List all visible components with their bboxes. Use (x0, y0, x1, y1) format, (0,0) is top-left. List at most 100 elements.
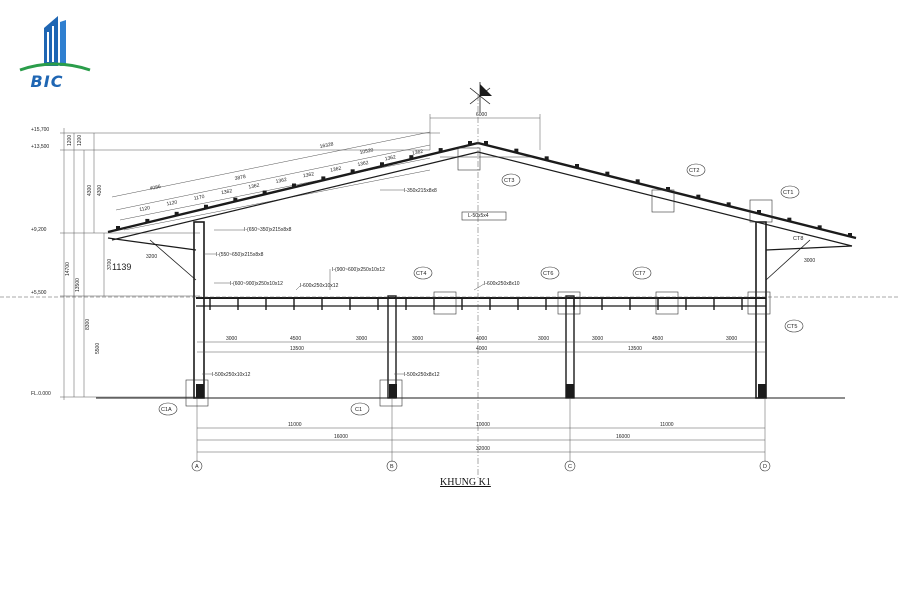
vertical-dim: 14700 (65, 262, 71, 276)
grid-bubble (386, 460, 398, 472)
purlins (116, 141, 852, 237)
grid-label: D (763, 464, 767, 470)
purlin (380, 162, 384, 167)
columns (193, 221, 767, 399)
purlin (757, 210, 761, 214)
vertical-dim: 1200 (67, 135, 73, 146)
member-label: I-(550~650)x215x8x8 (216, 252, 264, 258)
member-label: I-(900~600)x250x10x12 (332, 267, 385, 273)
rafter-segment-label: 1362 (412, 149, 424, 157)
dim-label: 4086 (149, 184, 161, 192)
rafter-segment-label: 1362 (303, 171, 315, 179)
beam-studs (209, 298, 743, 310)
span-dim: 13500 (290, 346, 304, 352)
grid-bubble (191, 460, 203, 472)
misc-dim: 1139 (112, 262, 131, 272)
detail-tag: CT6 (543, 271, 553, 277)
vertical-dim: 8300 (85, 319, 91, 330)
vertical-dim: 4300 (97, 185, 103, 196)
rafter-segment-label: 1170 (193, 194, 205, 202)
rafter-segment-label: 1120 (139, 205, 151, 213)
span-dim: 13500 (628, 346, 642, 352)
vertical-dim: 3700 (107, 259, 113, 270)
member-label: I-350x215x8x8 (404, 188, 437, 194)
purlin (666, 187, 670, 191)
bay-dim: 4000 (476, 336, 487, 342)
purlin (204, 204, 208, 209)
vertical-dim: 13500 (75, 278, 81, 292)
logo-text: BIC (30, 72, 64, 91)
level-label: FL.0.000 (31, 391, 51, 397)
purlin (409, 155, 414, 160)
purlin (605, 171, 610, 176)
bay-dim: 4500 (290, 336, 301, 342)
level-label: +9,200 (31, 227, 47, 233)
dim-label: 10520 (359, 147, 374, 156)
detail-tag: C1 (355, 407, 362, 413)
purlin (233, 197, 238, 202)
rafter-segment-label: 1362 (248, 183, 260, 191)
purlin (350, 169, 355, 174)
bay-dimension-lines (197, 341, 765, 453)
bottom-dim: 32000 (476, 446, 490, 452)
purlin (635, 179, 640, 184)
misc-dim: 3200 (146, 254, 157, 260)
detail-tag: CT3 (504, 178, 514, 184)
detail-tag: CT4 (416, 271, 426, 277)
bay-dim: 4500 (652, 336, 663, 342)
bic-logo (19, 16, 91, 72)
span-dim: 4000 (476, 346, 487, 352)
dim-label: 6000 (476, 112, 487, 118)
detail-tag: CT7 (635, 271, 645, 277)
leader-lines (202, 189, 485, 375)
member-label: I-600x250x8x10 (484, 281, 520, 287)
column-d (755, 221, 767, 399)
level-lines (60, 128, 440, 400)
column-c (565, 295, 575, 399)
drawing-title: KHUNG K1 (440, 477, 491, 488)
swoosh-icon (19, 62, 91, 72)
purlin (514, 148, 519, 153)
column-a (193, 221, 205, 399)
level-label: +5,500 (31, 290, 47, 296)
mezzanine-beam (196, 297, 766, 307)
north-arrow-icon (469, 82, 492, 112)
member-label: I-(650~350)x215x8x8 (244, 227, 292, 233)
bay-dim: 3000 (592, 336, 603, 342)
purlin (726, 202, 731, 207)
member-label: I-500x250x8x12 (404, 372, 440, 378)
level-label: +15,700 (31, 127, 49, 133)
rafter-segment-label: 1362 (221, 188, 233, 196)
grid-bubble (759, 460, 771, 472)
member-label: L-50x5x4 (468, 213, 489, 219)
bay-dim: 3000 (538, 336, 549, 342)
roof-rafters (107, 141, 857, 247)
bay-dim: 3000 (356, 336, 367, 342)
member-label: I-(600~900)x250x10x12 (230, 281, 283, 287)
bottom-dim: 10000 (476, 422, 490, 428)
purlin (696, 194, 701, 199)
bottom-dim: 16000 (334, 434, 348, 440)
detail-tag: CT5 (787, 324, 797, 330)
detail-tag: C1A (161, 407, 172, 413)
member-label: I-500x250x10x12 (212, 372, 251, 378)
purlin (787, 217, 792, 222)
purlin (575, 164, 579, 168)
purlin (484, 141, 488, 145)
misc-dim: 3000 (804, 258, 815, 264)
eave-brackets (107, 237, 853, 281)
bay-dim: 3000 (726, 336, 737, 342)
rafter-segment-label: 1362 (275, 177, 287, 185)
rafter-segment-labels: 1120112011701362136213621362136213621362… (139, 149, 424, 213)
label-box (461, 211, 507, 221)
rafter-segment-label: 1362 (357, 160, 369, 168)
detail-tag: CT8 (793, 236, 803, 242)
rafter-segment-label: 1120 (166, 200, 178, 208)
vertical-dim: 5500 (95, 343, 101, 354)
purlin (116, 226, 120, 230)
grid-label: A (195, 464, 199, 470)
level-label: +13,500 (31, 144, 49, 150)
grid-label: C (568, 464, 572, 470)
purlin (848, 233, 852, 237)
